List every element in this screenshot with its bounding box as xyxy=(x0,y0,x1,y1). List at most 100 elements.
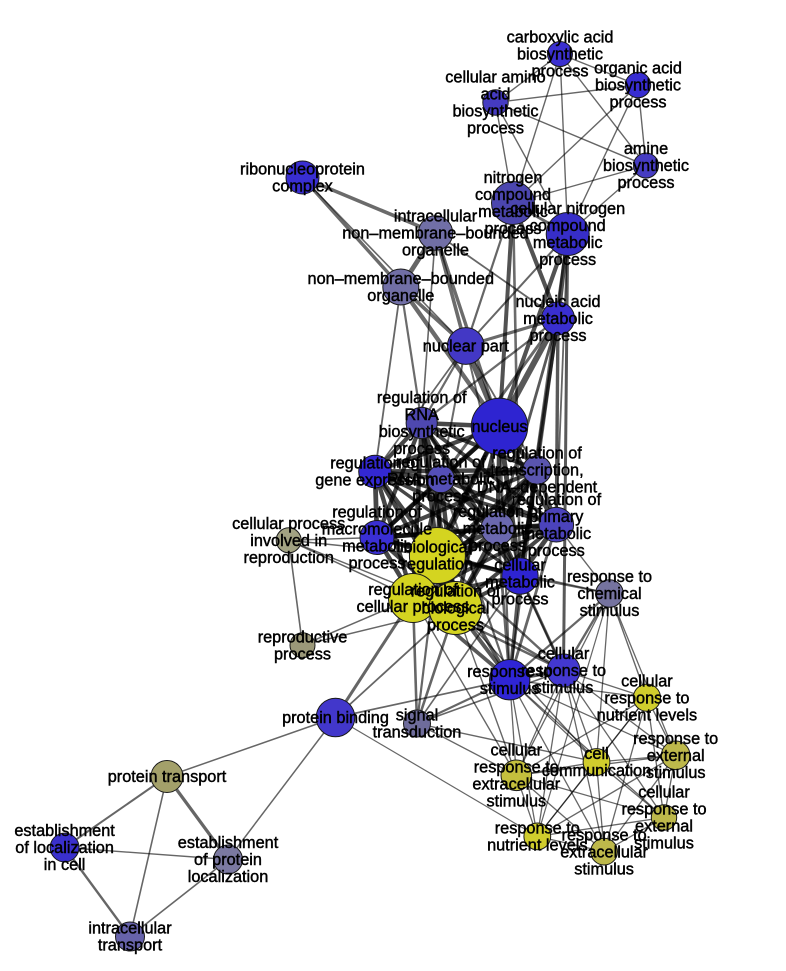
svg-text:non–membrane–bounded: non–membrane–bounded xyxy=(308,270,494,288)
svg-text:in cell: in cell xyxy=(44,856,86,874)
svg-text:intracellular: intracellular xyxy=(88,920,172,938)
svg-text:cellular: cellular xyxy=(538,645,590,663)
svg-text:cellular amino: cellular amino xyxy=(445,69,545,87)
svg-text:response to: response to xyxy=(621,801,706,819)
svg-text:process: process xyxy=(412,488,469,506)
svg-text:stimulus: stimulus xyxy=(534,679,594,697)
svg-text:acid: acid xyxy=(481,86,511,104)
svg-text:regulation of: regulation of xyxy=(411,583,501,601)
svg-text:compound: compound xyxy=(475,186,551,204)
svg-text:stimulus: stimulus xyxy=(646,764,706,782)
svg-text:establishment: establishment xyxy=(178,834,279,852)
svg-text:localization: localization xyxy=(188,868,269,886)
svg-text:transport: transport xyxy=(98,937,163,955)
svg-text:process: process xyxy=(617,174,674,192)
svg-text:response to: response to xyxy=(633,730,718,748)
svg-text:ribonucleoprotein: ribonucleoprotein xyxy=(240,161,365,179)
svg-text:process: process xyxy=(531,63,588,81)
svg-text:biosynthetic: biosynthetic xyxy=(595,77,681,95)
svg-text:stimulus: stimulus xyxy=(480,680,540,698)
svg-text:regulation of: regulation of xyxy=(453,503,543,521)
svg-text:biological: biological xyxy=(403,539,471,557)
svg-text:complex: complex xyxy=(272,178,333,196)
svg-text:signal: signal xyxy=(396,707,439,725)
svg-text:metabolic: metabolic xyxy=(485,574,555,592)
svg-text:process: process xyxy=(539,251,596,269)
svg-text:metabolic: metabolic xyxy=(521,525,591,543)
svg-text:cellular process: cellular process xyxy=(232,515,345,533)
svg-text:biosynthetic: biosynthetic xyxy=(453,103,539,121)
svg-text:organelle: organelle xyxy=(367,287,434,305)
svg-text:external: external xyxy=(635,818,693,836)
svg-text:biological: biological xyxy=(422,600,490,618)
svg-text:amine: amine xyxy=(624,140,668,158)
svg-text:biosynthetic: biosynthetic xyxy=(603,157,689,175)
svg-text:nucleus: nucleus xyxy=(471,418,527,436)
svg-text:process: process xyxy=(393,440,450,458)
svg-text:regulation of: regulation of xyxy=(377,389,467,407)
svg-text:response to: response to xyxy=(495,820,580,838)
svg-text:process: process xyxy=(491,591,548,609)
svg-text:involved in: involved in xyxy=(250,532,327,550)
svg-text:protein transport: protein transport xyxy=(108,768,227,786)
svg-text:regulation of: regulation of xyxy=(492,445,582,463)
svg-text:of localization: of localization xyxy=(15,839,114,857)
svg-text:protein binding: protein binding xyxy=(282,709,389,727)
svg-text:DNA–dependent: DNA–dependent xyxy=(477,479,598,497)
svg-text:cellular process: cellular process xyxy=(356,598,469,616)
svg-text:macromolecule: macromolecule xyxy=(322,521,432,539)
svg-text:stimulus: stimulus xyxy=(486,793,546,811)
svg-text:process: process xyxy=(469,537,526,555)
svg-text:regulation of: regulation of xyxy=(511,491,601,509)
svg-text:cellular: cellular xyxy=(494,557,546,575)
svg-text:transduction: transduction xyxy=(373,724,462,742)
svg-text:regulation of: regulation of xyxy=(330,455,420,473)
svg-text:metabolic: metabolic xyxy=(463,520,533,538)
svg-text:cellular: cellular xyxy=(638,784,690,802)
svg-text:process: process xyxy=(609,94,666,112)
svg-text:nutrient levels: nutrient levels xyxy=(487,837,587,855)
svg-text:non–membrane–bounded: non–membrane–bounded xyxy=(342,225,528,243)
svg-text:metabolic: metabolic xyxy=(523,310,593,328)
svg-text:communication: communication xyxy=(542,762,652,780)
svg-text:cellular: cellular xyxy=(491,742,543,760)
svg-text:biosynthetic: biosynthetic xyxy=(379,423,465,441)
svg-text:process: process xyxy=(467,120,524,138)
svg-text:primary: primary xyxy=(529,508,584,526)
svg-text:RNA: RNA xyxy=(405,406,440,424)
svg-text:cellular nitrogen: cellular nitrogen xyxy=(510,200,625,218)
svg-text:extracellular: extracellular xyxy=(560,843,648,861)
svg-text:nutrient levels: nutrient levels xyxy=(597,706,697,724)
svg-text:RNA metabolic: RNA metabolic xyxy=(387,471,495,489)
svg-text:regulation of: regulation of xyxy=(332,504,422,522)
svg-text:reproductive: reproductive xyxy=(258,628,348,646)
svg-text:cell: cell xyxy=(584,745,608,763)
svg-text:intracellular: intracellular xyxy=(394,208,478,226)
svg-text:nitrogen: nitrogen xyxy=(484,169,543,187)
svg-text:organelle: organelle xyxy=(402,242,469,260)
svg-text:cellular: cellular xyxy=(621,672,673,690)
svg-text:metabolic: metabolic xyxy=(478,203,548,221)
svg-text:gene expression: gene expression xyxy=(315,472,434,490)
svg-text:external: external xyxy=(647,747,705,765)
svg-text:stimulus: stimulus xyxy=(634,835,694,853)
svg-text:nuclear part: nuclear part xyxy=(423,338,509,356)
svg-text:process: process xyxy=(274,645,331,663)
svg-text:reproduction: reproduction xyxy=(243,549,334,567)
svg-text:response to: response to xyxy=(467,663,552,681)
svg-text:carboxylic acid: carboxylic acid xyxy=(507,29,614,47)
svg-text:extracellular: extracellular xyxy=(472,776,560,794)
svg-text:compound: compound xyxy=(530,217,606,235)
svg-text:metabolic: metabolic xyxy=(533,234,603,252)
svg-text:regulation: regulation xyxy=(402,556,474,574)
svg-text:establishment: establishment xyxy=(14,822,115,840)
svg-text:regulation of: regulation of xyxy=(396,454,486,472)
svg-text:process: process xyxy=(529,327,586,345)
svg-text:response to: response to xyxy=(474,759,559,777)
svg-text:transcription,: transcription, xyxy=(490,462,583,480)
svg-text:response to: response to xyxy=(562,826,647,844)
svg-text:process: process xyxy=(427,617,484,635)
svg-text:response to: response to xyxy=(567,568,652,586)
svg-text:response to: response to xyxy=(604,689,689,707)
svg-text:process: process xyxy=(484,220,541,238)
